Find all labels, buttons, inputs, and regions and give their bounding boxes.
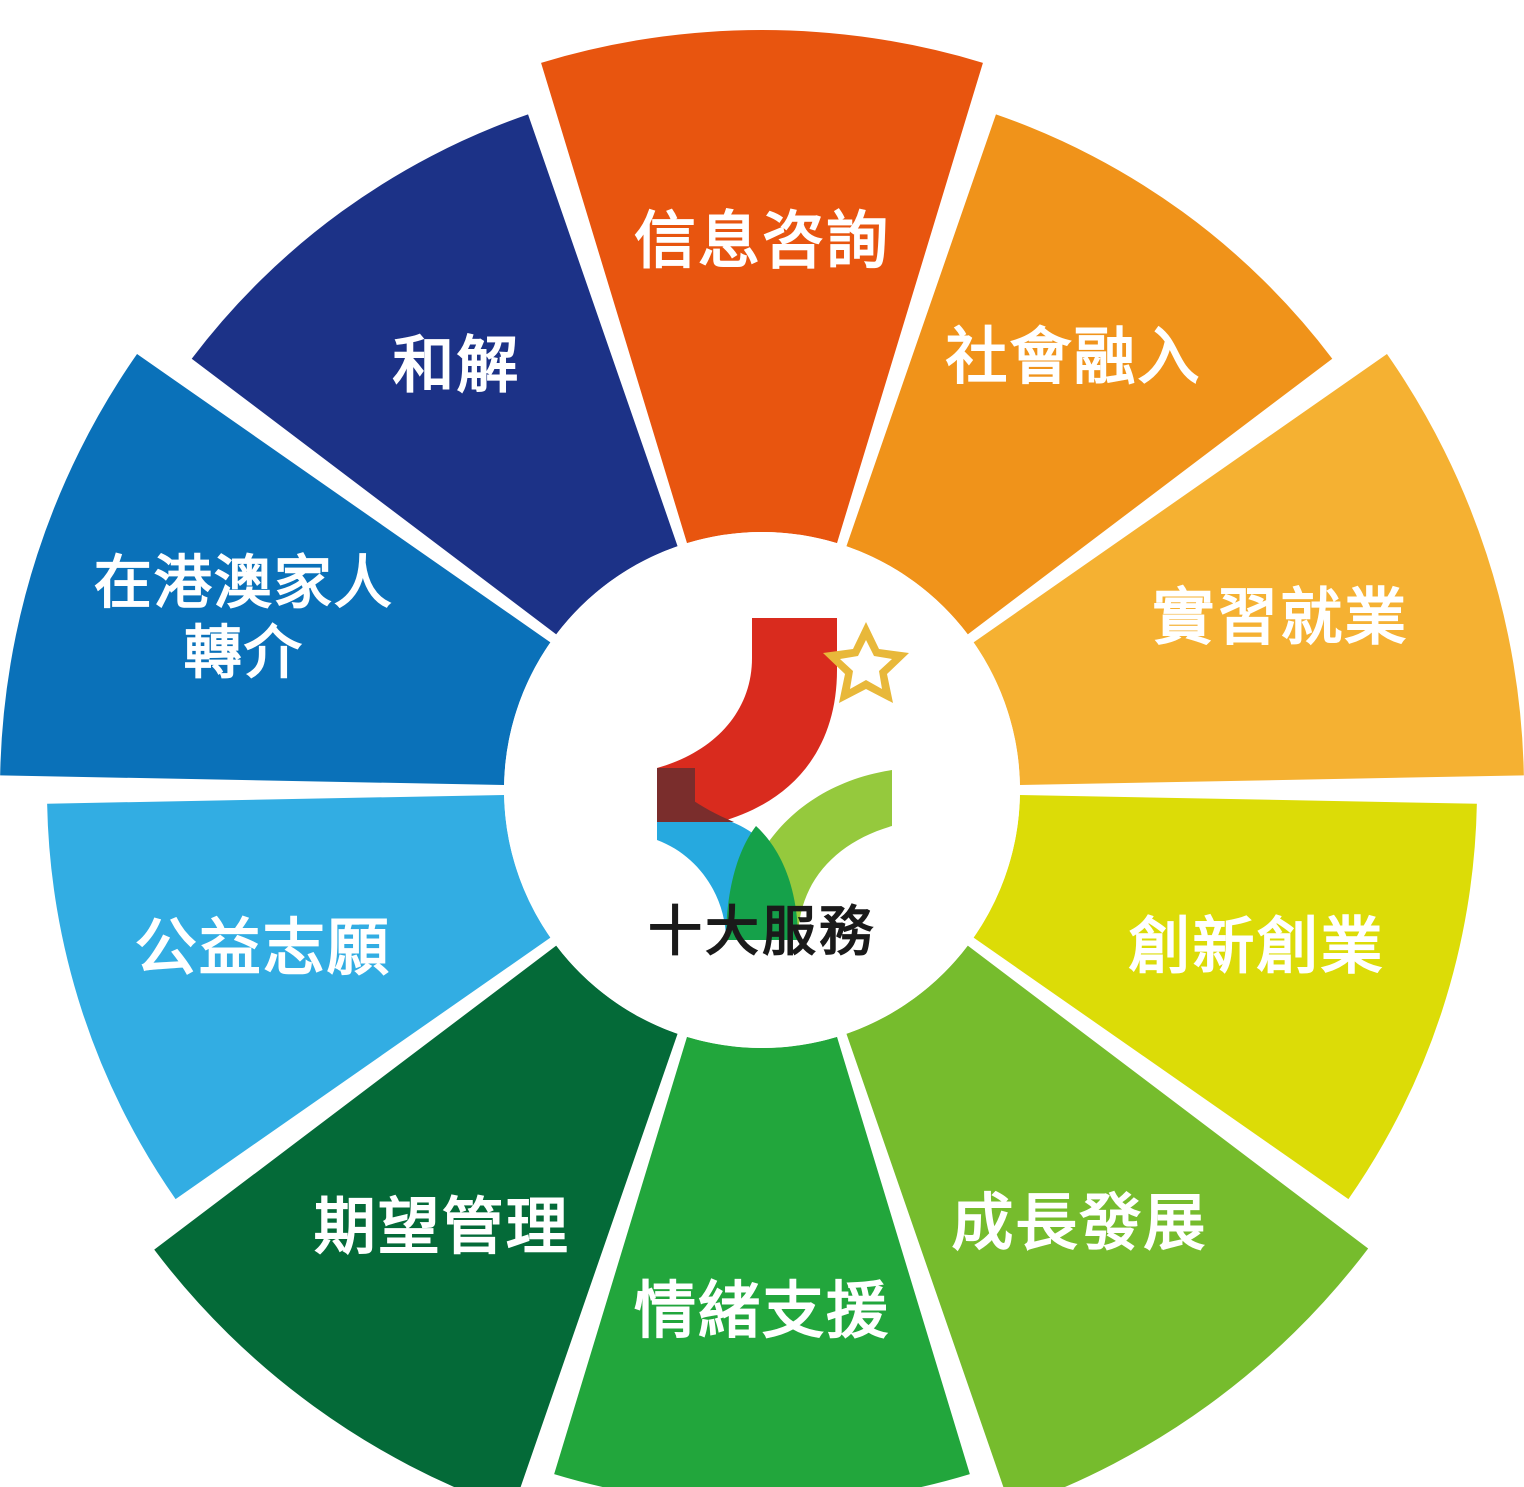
wheel-segment-hk-macau-family-referral[interactable]	[0, 354, 551, 786]
wheel-segment-social-integration[interactable]	[846, 114, 1333, 635]
segment-label-info-consultation: 信息咨詢	[634, 204, 890, 277]
segment-label-innovation-entrepreneurship: 創新創業	[1128, 910, 1384, 983]
logo-maroon-rect	[657, 768, 695, 822]
segment-label-line: 社會融入	[945, 320, 1201, 393]
segment-label-line: 情緒支援	[634, 1274, 890, 1347]
segment-label-emotional-support: 情緒支援	[634, 1274, 890, 1347]
logo-red-swoosh	[657, 618, 837, 822]
segment-label-expectation-management: 期望管理	[314, 1190, 570, 1263]
segment-label-line: 實習就業	[1152, 581, 1408, 654]
wheel-segment-expectation-management[interactable]	[154, 945, 678, 1487]
segment-label-internship-employment: 實習就業	[1152, 581, 1408, 654]
wheel-segment-growth-development[interactable]	[846, 945, 1369, 1487]
wheel-segment-public-welfare-volunteer[interactable]	[47, 794, 551, 1200]
segment-label-social-integration: 社會融入	[945, 320, 1201, 393]
segment-label-line: 創新創業	[1128, 910, 1384, 983]
segment-label-line: 公益志願	[135, 911, 391, 984]
center-label: 十大服務	[648, 900, 876, 963]
wheel-segment-emotional-support[interactable]	[554, 1036, 970, 1487]
segment-label-line: 成長發展	[951, 1186, 1207, 1259]
segment-label-line: 期望管理	[314, 1190, 570, 1263]
segment-label-reconciliation: 和解	[392, 328, 520, 401]
segment-label-line: 和解	[392, 328, 520, 401]
ten-services-logo: 十大服務	[648, 618, 909, 963]
wheel-segment-reconciliation[interactable]	[191, 114, 678, 635]
segment-label-hk-macau-family-referral: 在港澳家人轉介	[94, 549, 394, 687]
logo-star-icon	[823, 622, 909, 703]
segment-label-line: 在港澳家人	[94, 549, 394, 617]
wheel-segment-info-consultation[interactable]	[541, 29, 983, 544]
wheel-segment-internship-employment[interactable]	[973, 354, 1524, 786]
logo-green-wedge	[726, 826, 798, 940]
segments-group	[0, 29, 1524, 1487]
segment-label-public-welfare-volunteer: 公益志願	[135, 911, 391, 984]
segment-label-line: 信息咨詢	[634, 204, 890, 277]
wheel-segment-innovation-entrepreneurship[interactable]	[973, 794, 1477, 1200]
segment-label-growth-development: 成長發展	[951, 1186, 1207, 1259]
segment-label-line: 轉介	[184, 619, 304, 687]
